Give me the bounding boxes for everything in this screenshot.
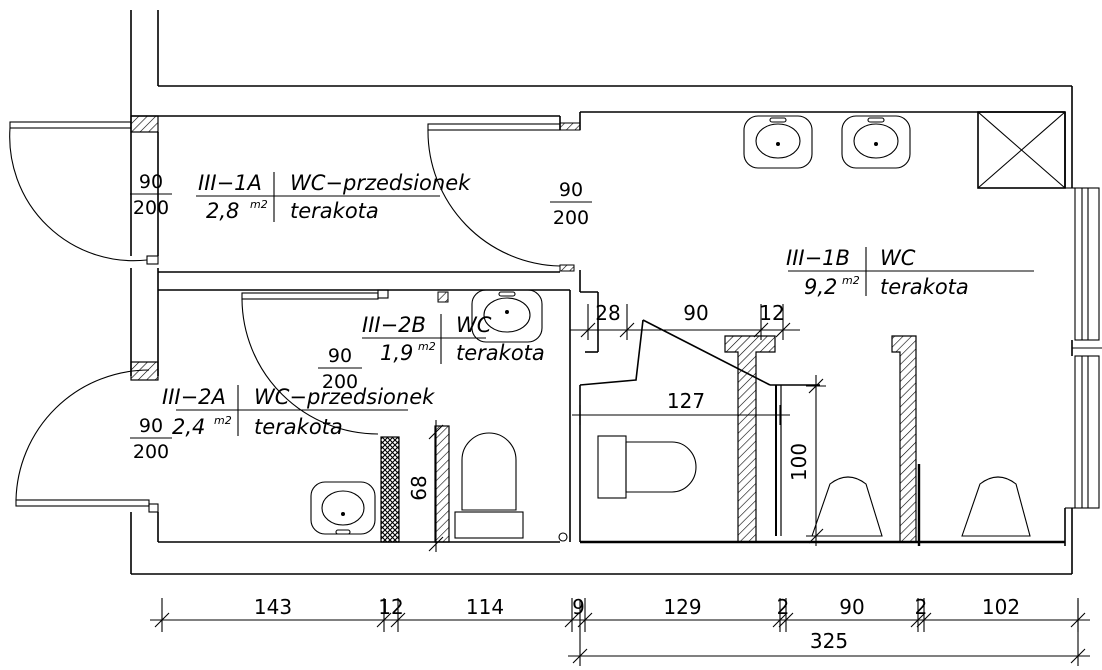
dim-label: 143 bbox=[254, 595, 292, 619]
svg-text:90: 90 bbox=[139, 415, 163, 437]
room-label-2b: III−2B WC 1,9 m2 terakota bbox=[362, 313, 545, 365]
dim-label: 9 bbox=[572, 595, 585, 619]
dim-label: 90 bbox=[839, 595, 864, 619]
area-unit: m2 bbox=[214, 414, 232, 427]
dim-label: 28 bbox=[595, 301, 620, 325]
dimension-bottom: 143 12 114 9 129 2 90 2 102 bbox=[150, 595, 1090, 632]
dim-tick-slash bbox=[376, 612, 392, 628]
dimension-total: 325 bbox=[568, 600, 1090, 666]
sink-icon bbox=[743, 115, 813, 169]
door-label: 90 200 bbox=[130, 415, 172, 463]
dim-label: 12 bbox=[378, 595, 403, 619]
dimension-cabin-depth: 100 bbox=[787, 375, 826, 546]
room-floor: terakota bbox=[880, 275, 969, 299]
urinal-icon bbox=[961, 476, 1031, 537]
room-floor: terakota bbox=[254, 415, 343, 439]
dimension-wall-height: 68 bbox=[407, 420, 444, 552]
dimension-top: 28 90 12 bbox=[570, 301, 800, 340]
room-name: WC bbox=[880, 246, 916, 270]
area-unit: m2 bbox=[842, 274, 860, 287]
sink-icon bbox=[471, 289, 543, 343]
dim-label: 12 bbox=[759, 301, 784, 325]
sink-icon bbox=[841, 115, 911, 169]
svg-text:90: 90 bbox=[328, 345, 352, 367]
dim-label: 2 bbox=[915, 595, 928, 619]
svg-text:200: 200 bbox=[133, 197, 169, 219]
door-label: 90 200 bbox=[318, 345, 362, 393]
area-unit: m2 bbox=[418, 340, 436, 353]
svg-text:90: 90 bbox=[559, 179, 583, 201]
svg-text:90: 90 bbox=[139, 171, 163, 193]
room-area: 2,8 bbox=[206, 199, 239, 223]
door-label: 90 200 bbox=[130, 171, 172, 219]
room-floor: terakota bbox=[290, 199, 379, 223]
dim-tick-slash bbox=[390, 612, 406, 628]
dim-label: 2 bbox=[777, 595, 790, 619]
dim-label: 68 bbox=[407, 475, 431, 500]
svg-text:200: 200 bbox=[322, 371, 358, 393]
sink-icon bbox=[310, 481, 376, 535]
dim-label: 114 bbox=[466, 595, 504, 619]
dim-label: 129 bbox=[663, 595, 701, 619]
toilet-icon bbox=[454, 432, 524, 539]
dim-label: 90 bbox=[683, 301, 708, 325]
dim-tick-slash bbox=[910, 612, 926, 628]
room-label-1b: III−1B WC 9,2 m2 terakota bbox=[786, 246, 1034, 299]
dim-label: 127 bbox=[667, 389, 705, 413]
room-label-2a: III−2A WC−przedsionek 2,4 m2 terakota bbox=[162, 385, 435, 439]
toilet-icon bbox=[597, 435, 697, 499]
room-id: III−1A bbox=[198, 171, 262, 195]
urinal-icon bbox=[811, 476, 883, 537]
hatched-wall-pieces bbox=[130, 115, 917, 543]
dim-tick-slash bbox=[916, 612, 932, 628]
room-id: III−2B bbox=[362, 313, 426, 337]
dim-label: 325 bbox=[810, 629, 848, 653]
room-id: III−1B bbox=[786, 246, 850, 270]
shaft-icon bbox=[977, 111, 1066, 189]
svg-text:200: 200 bbox=[553, 207, 589, 229]
room-label-1a: III−1A WC−przedsionek 2,8 m2 terakota bbox=[196, 171, 471, 223]
dim-tick-slash bbox=[778, 612, 794, 628]
room-id: III−2A bbox=[162, 385, 226, 409]
dim-label: 102 bbox=[982, 595, 1020, 619]
door-label: 90 200 bbox=[550, 179, 592, 229]
dim-label: 100 bbox=[787, 443, 811, 481]
dimension-cabin-width: 127 bbox=[572, 389, 790, 425]
room-name: WC−przedsionek bbox=[290, 171, 471, 195]
room-area: 9,2 bbox=[804, 275, 837, 299]
dim-tick-slash bbox=[772, 612, 788, 628]
room-area: 2,4 bbox=[172, 415, 205, 439]
room-floor: terakota bbox=[456, 341, 545, 365]
room-name: WC−przedsionek bbox=[254, 385, 435, 409]
room-name: WC bbox=[456, 313, 492, 337]
dim-tick-slash bbox=[154, 612, 170, 628]
svg-text:200: 200 bbox=[133, 441, 169, 463]
area-unit: m2 bbox=[250, 198, 268, 211]
door-swings bbox=[9, 121, 561, 513]
fixtures bbox=[310, 111, 1066, 546]
room-area: 1,9 bbox=[380, 341, 413, 365]
dim-tick-slash bbox=[564, 612, 580, 628]
